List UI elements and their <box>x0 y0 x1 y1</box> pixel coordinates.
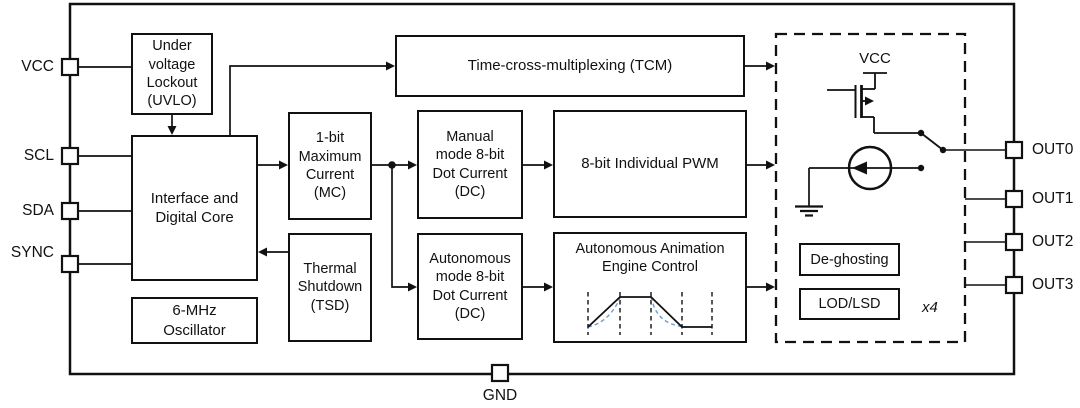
block-max-current: 1-bit Maximum Current (MC) <box>288 112 372 220</box>
arrow-manual-dc-to-pwm <box>523 160 553 170</box>
block-uvlo-label: Under voltage Lockout (UVLO) <box>146 38 198 110</box>
arrow-tsd-to-core <box>258 247 288 257</box>
block-auto-dot-current-label: Autonomous mode 8-bit Dot Current (DC) <box>429 250 511 322</box>
block-individual-pwm: 8-bit Individual PWM <box>553 110 747 218</box>
pin-square-out0 <box>1004 140 1024 160</box>
pin-label-scl: SCL <box>23 147 54 164</box>
waveform-phase-dividers <box>587 292 713 335</box>
pin-label-vcc: VCC <box>21 58 54 75</box>
block-animation-engine-label: Autonomous Animation Engine Control <box>575 241 725 276</box>
pin-label-out1: OUT1 <box>1032 190 1074 207</box>
pin-square-out1 <box>1004 189 1024 209</box>
block-auto-dot-current: Autonomous mode 8-bit Dot Current (DC) <box>417 233 523 340</box>
block-individual-pwm-label: 8-bit Individual PWM <box>581 155 719 173</box>
block-manual-dot-current: Manual mode 8-bit Dot Current (DC) <box>417 110 523 219</box>
block-interface-digital-core: Interface and Digital Core <box>131 135 258 281</box>
block-thermal-shutdown-label: Thermal Shutdown (TSD) <box>297 260 363 314</box>
block-manual-dot-current-label: Manual mode 8-bit Dot Current (DC) <box>432 128 508 200</box>
pin-label-out3: OUT3 <box>1032 276 1074 293</box>
pin-label-out2: OUT2 <box>1032 233 1074 250</box>
arrow-uvlo-to-core <box>167 115 177 135</box>
block-interface-core-label: Interface and Digital Core <box>150 189 239 226</box>
pin-square-vcc <box>60 57 80 77</box>
block-deghosting: De-ghosting <box>799 243 900 276</box>
arrow-tcm-to-output-stage <box>745 61 775 71</box>
animation-waveform-icon <box>587 292 713 335</box>
ground-symbol-icon <box>795 168 823 217</box>
block-tcm-label: Time-cross-multiplexing (TCM) <box>467 57 673 75</box>
pin-square-gnd <box>490 363 510 383</box>
pin-square-sync <box>60 254 80 274</box>
pmos-transistor-icon <box>827 85 875 133</box>
pin-square-out3 <box>1004 275 1024 295</box>
arrow-pwm-to-output-stage <box>747 160 775 170</box>
arrow-core-to-mc <box>258 160 288 170</box>
pin-label-sda: SDA <box>22 202 54 219</box>
block-lod-lsd: LOD/LSD <box>799 288 900 320</box>
output-stage-vcc-label: VCC <box>859 50 891 67</box>
pin-square-out2 <box>1004 232 1024 252</box>
waveform-trapezoid <box>587 296 712 328</box>
block-tcm: Time-cross-multiplexing (TCM) <box>395 35 745 97</box>
block-oscillator-label: 6-MHz Oscillator <box>163 302 226 339</box>
left-pin-wires <box>78 66 131 265</box>
output-switch-icon <box>874 129 947 154</box>
output-stage-multiplier: x4 <box>922 299 938 316</box>
out-pin-wires <box>943 149 1006 286</box>
block-uvlo: Under voltage Lockout (UVLO) <box>131 33 213 115</box>
arrow-auto-dc-to-animation <box>523 282 553 292</box>
block-deghosting-label: De-ghosting <box>810 251 889 268</box>
block-max-current-label: 1-bit Maximum Current (MC) <box>298 130 362 202</box>
vcc-rail <box>863 72 887 89</box>
output-stage-dashed-border <box>774 32 967 344</box>
wire-branch-to-auto-dc <box>391 165 417 292</box>
pin-label-out0: OUT0 <box>1032 141 1074 158</box>
pin-square-sda <box>60 201 80 221</box>
chip-outline <box>68 2 1016 376</box>
arrow-animation-to-output-stage <box>747 282 775 292</box>
current-source-icon <box>809 145 925 191</box>
wire-core-to-tcm <box>229 61 395 135</box>
pin-label-sync: SYNC <box>10 244 54 261</box>
pin-square-scl <box>60 146 80 166</box>
block-oscillator: 6-MHz Oscillator <box>131 297 258 344</box>
block-animation-engine: Autonomous Animation Engine Control <box>553 232 747 343</box>
block-thermal-shutdown: Thermal Shutdown (TSD) <box>288 233 372 342</box>
wire-mc-to-manual-dc <box>372 160 417 170</box>
block-lod-lsd-label: LOD/LSD <box>818 296 881 312</box>
pin-label-gnd: GND <box>482 387 518 404</box>
pin-squares <box>60 57 1024 383</box>
